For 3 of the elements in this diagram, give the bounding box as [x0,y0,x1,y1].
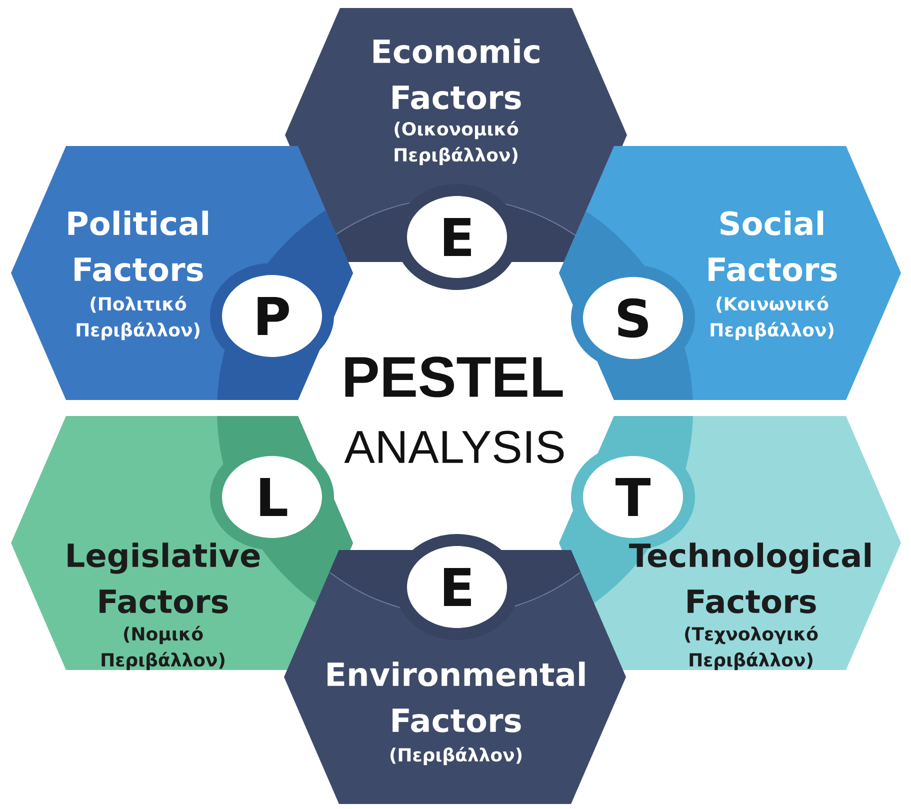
node-label: E [444,568,471,606]
node-label: P [258,297,289,335]
node-label: E [444,218,471,256]
